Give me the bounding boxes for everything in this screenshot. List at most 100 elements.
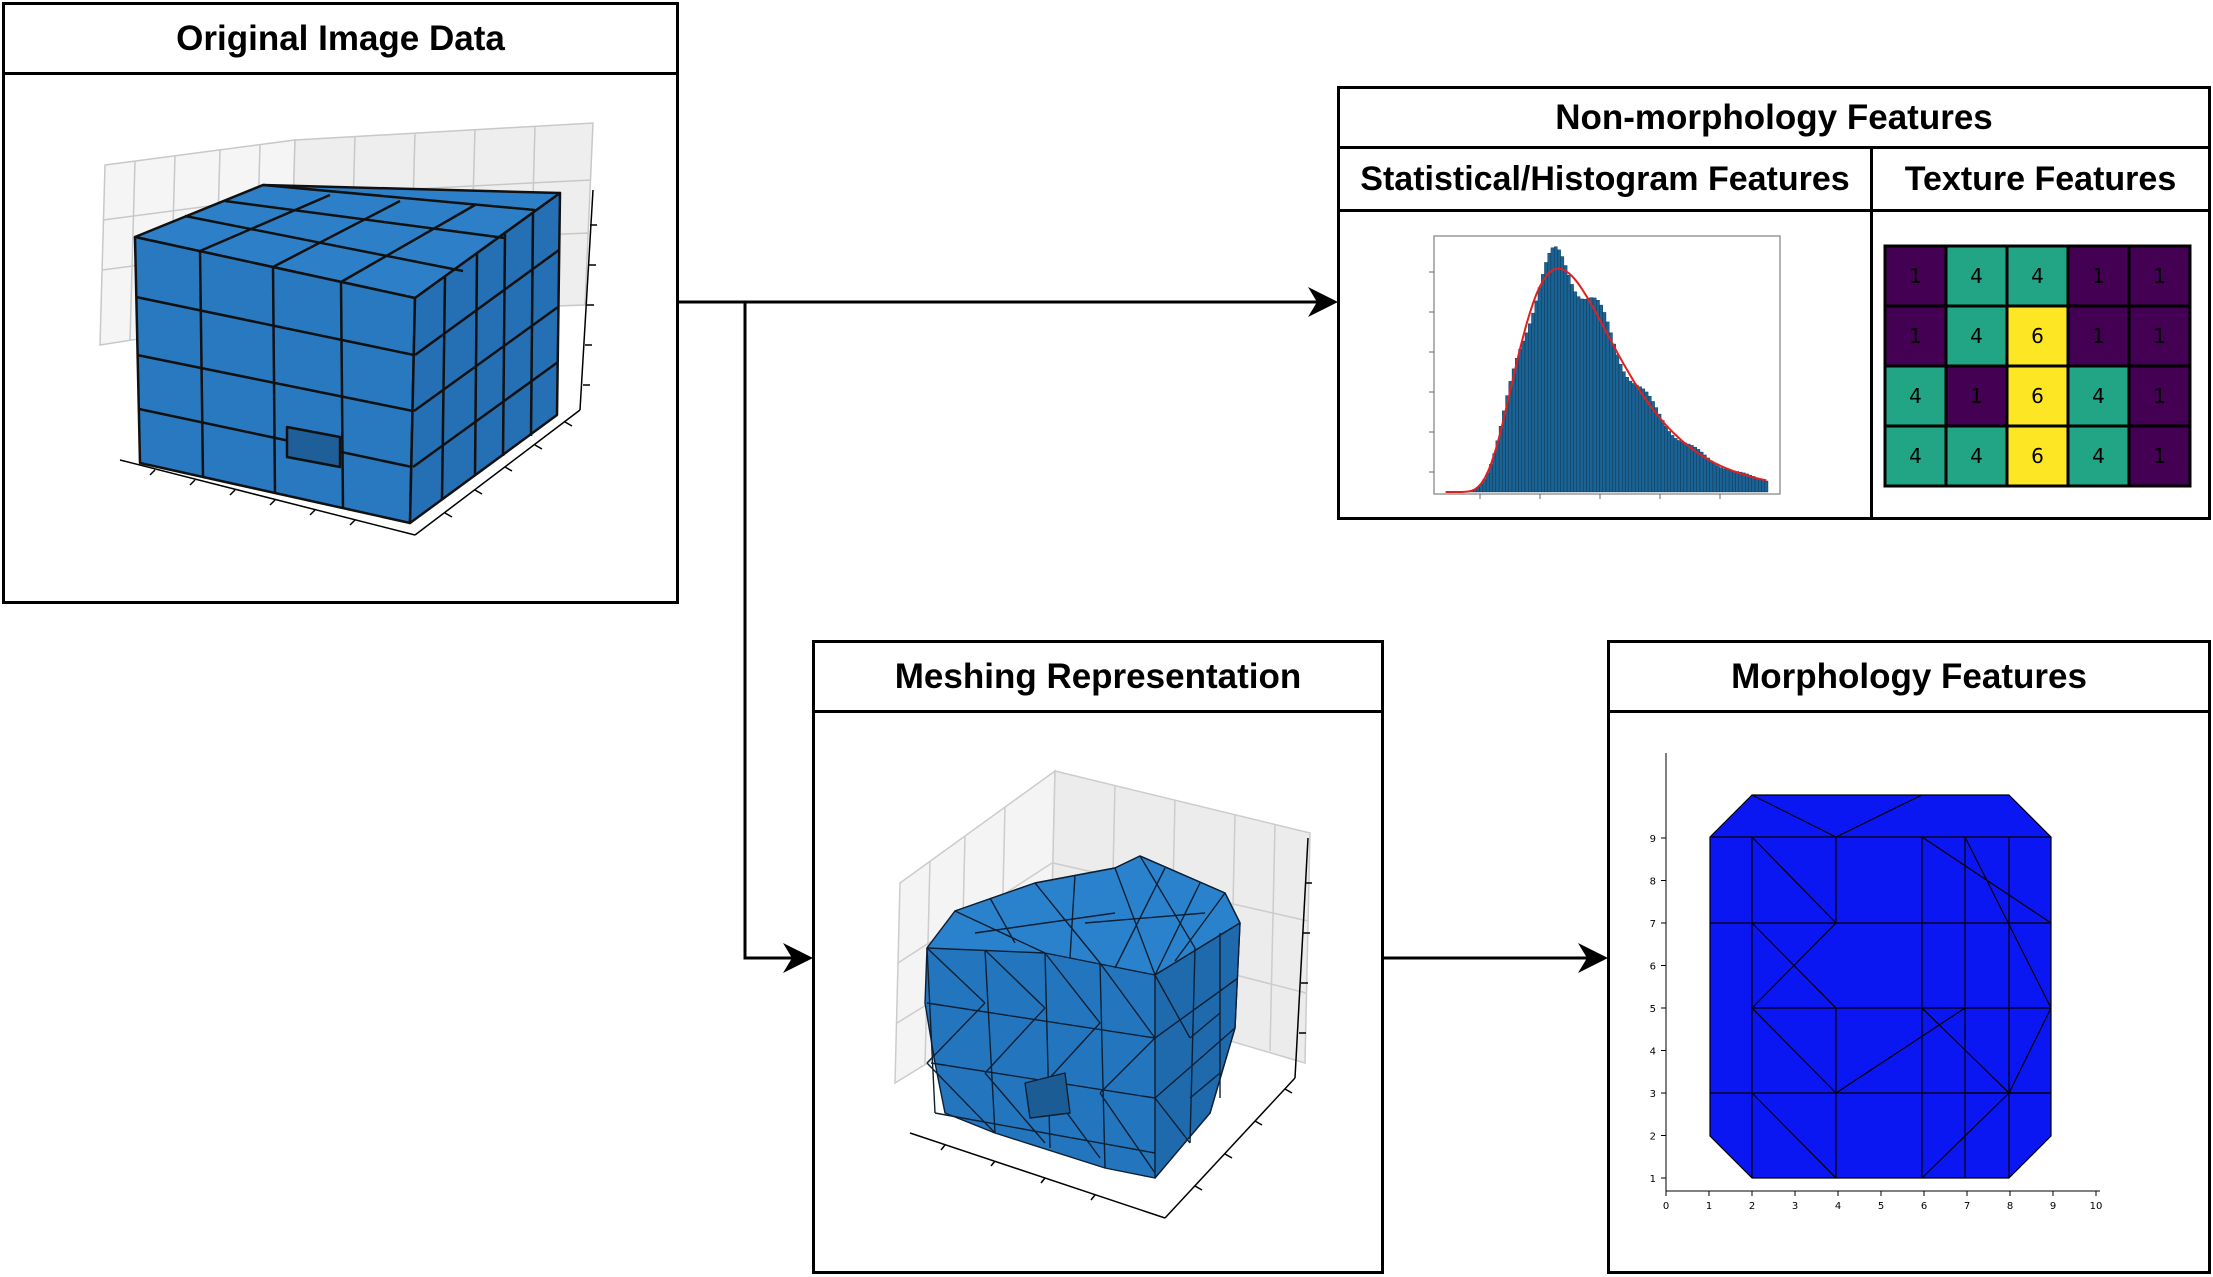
texture-cell-label: 1	[2153, 324, 2166, 348]
histogram-bar	[1592, 297, 1597, 493]
y-tick-label: 7	[1650, 919, 1656, 930]
histogram-bar	[1553, 246, 1558, 493]
histogram-bar	[1511, 368, 1516, 493]
axis-ticks	[119, 189, 597, 536]
histogram-bar	[1641, 388, 1646, 493]
histogram-bar	[1683, 442, 1688, 493]
histogram-bar	[1618, 363, 1623, 493]
histogram-bar	[1725, 469, 1730, 493]
histogram-bar	[1735, 471, 1740, 493]
x-tick-label: 4	[1835, 1201, 1841, 1212]
histogram-bar	[1563, 265, 1568, 493]
histogram-bar	[1599, 304, 1603, 493]
mesh-axis-ticks	[909, 837, 1312, 1219]
x-tick-label: 5	[1878, 1201, 1884, 1212]
texture-cell-label: 6	[2031, 384, 2044, 408]
histogram-bar	[1696, 449, 1701, 493]
histogram-bar	[1732, 470, 1736, 493]
original-image-panel: Original Image Data	[2, 2, 679, 604]
histogram-bar	[1647, 395, 1652, 493]
histogram-bar	[1764, 480, 1769, 493]
texture-cell-label: 4	[1909, 384, 1922, 408]
texture-cell	[1883, 244, 1948, 308]
histogram-bar	[1528, 323, 1532, 493]
x-tick-label: 3	[1792, 1201, 1798, 1212]
histogram-bar	[1706, 457, 1710, 493]
texture-cell	[1944, 304, 2009, 368]
y-tick-label: 9	[1650, 834, 1656, 845]
voxel-faces	[133, 183, 562, 525]
statistical-features-title: Statistical/Histogram Features	[1340, 149, 1873, 212]
texture-cell-label: 4	[1909, 444, 1922, 468]
histogram-bar	[1612, 343, 1616, 493]
mesh-plot	[894, 769, 1312, 1219]
mesh-surface	[924, 855, 1241, 1179]
meshing-title: Meshing Representation	[815, 643, 1381, 713]
texture-cell	[1883, 364, 1948, 428]
texture-cell-label: 1	[2153, 444, 2166, 468]
histogram-bar	[1680, 441, 1684, 493]
histogram-bar	[1651, 401, 1655, 493]
histogram-bar	[1709, 460, 1714, 493]
histogram-bar	[1628, 380, 1633, 493]
histogram-bar	[1544, 262, 1548, 493]
x-tick-label: 9	[2050, 1201, 2056, 1212]
histogram-bar	[1754, 477, 1759, 493]
histogram-bar	[1531, 312, 1535, 493]
histogram-bar	[1579, 298, 1584, 493]
histogram-bar	[1703, 454, 1707, 493]
histogram-bar	[1524, 332, 1529, 493]
x-tick-label: 8	[2007, 1201, 2013, 1212]
texture-cell-label: 1	[2092, 324, 2105, 348]
histogram-bar	[1751, 476, 1756, 493]
histogram-bar	[1719, 467, 1723, 493]
y-tick-label: 2	[1650, 1132, 1656, 1143]
morphology-shape	[1709, 794, 2052, 1179]
histogram-bar	[1670, 435, 1675, 493]
histogram-bar	[1654, 407, 1659, 493]
x-tick-label: 6	[1921, 1201, 1927, 1212]
histogram-bars	[1456, 246, 1769, 493]
histogram-bar	[1573, 291, 1578, 493]
texture-cell-label: 4	[2092, 384, 2105, 408]
y-tick-label: 4	[1650, 1047, 1656, 1058]
histogram-bar	[1660, 420, 1665, 493]
texture-cell	[2005, 364, 2070, 428]
y-tick-label: 6	[1650, 962, 1656, 973]
texture-cell-label: 6	[2031, 444, 2044, 468]
histogram-bar	[1557, 249, 1561, 493]
histogram-bar	[1602, 312, 1607, 493]
histogram-bar	[1634, 384, 1639, 493]
histogram-bar	[1690, 445, 1694, 493]
y-tick-label: 1	[1650, 1174, 1656, 1185]
histogram-bar	[1715, 465, 1720, 493]
histogram-ticks	[1429, 271, 1721, 499]
histogram-bar	[1550, 247, 1555, 493]
x-tick-label: 7	[1964, 1201, 1970, 1212]
texture-cell-label: 4	[2031, 264, 2044, 288]
histogram-bar	[1761, 479, 1765, 493]
texture-cell	[2005, 244, 2070, 308]
histogram-bar	[1699, 451, 1704, 493]
texture-cell	[2127, 244, 2192, 308]
meshing-panel: Meshing Representation	[812, 640, 1384, 1274]
histogram-bar	[1605, 321, 1610, 493]
histogram-bar	[1722, 468, 1727, 493]
histogram-bar	[1576, 296, 1581, 493]
x-tick-label: 0	[1663, 1201, 1669, 1212]
histogram-bar	[1518, 348, 1522, 493]
histogram-bar	[1758, 478, 1762, 493]
texture-cell-label: 4	[1970, 324, 1983, 348]
texture-cell-label: 1	[2153, 264, 2166, 288]
histogram-bar	[1686, 443, 1691, 493]
histogram-bar	[1547, 253, 1552, 493]
x-tick-label: 1	[1706, 1201, 1712, 1212]
histogram-bar	[1673, 438, 1678, 493]
histogram-bar	[1638, 386, 1642, 493]
voxel-cube-plot	[99, 122, 597, 536]
